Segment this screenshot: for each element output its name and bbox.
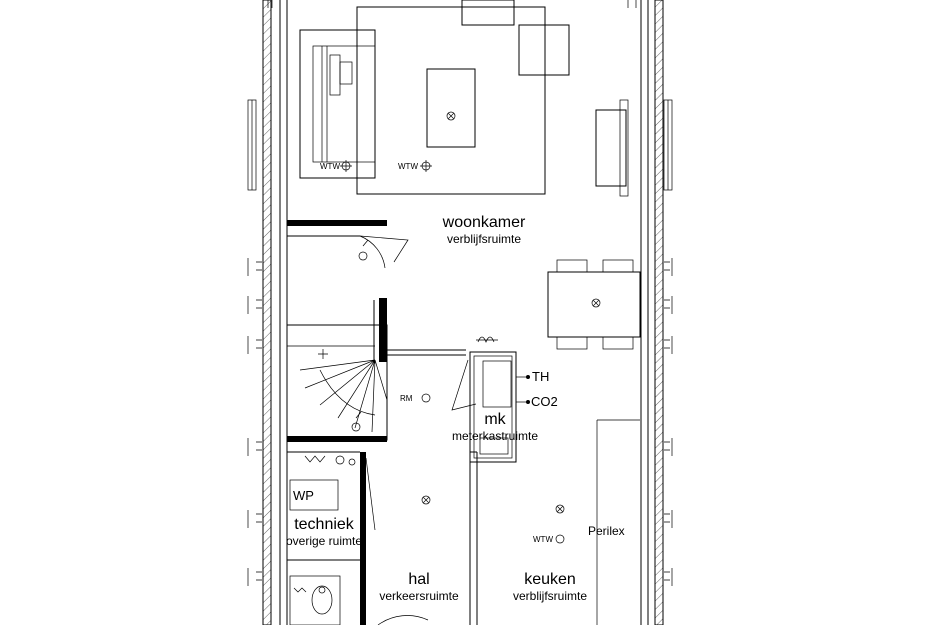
sofa — [299, 29, 376, 179]
window-marks — [247, 0, 673, 586]
left-exterior-wall — [262, 0, 288, 625]
wtw-valve-icon — [420, 160, 432, 172]
rm-label: RM — [400, 394, 413, 403]
room-type-keuken: verblijfsruimte — [513, 589, 587, 603]
light-switch-icon — [351, 411, 362, 432]
room-type-woonkamer: verblijfsruimte — [447, 232, 521, 246]
room-name-hal: hal — [408, 571, 429, 588]
perilex-label: Perilex — [588, 524, 625, 538]
toilet — [289, 575, 341, 625]
dining-table — [547, 259, 641, 350]
room-name-keuken: keuken — [524, 571, 576, 588]
co2-label: CO2 — [531, 394, 558, 409]
armchair — [461, 0, 515, 26]
right-exterior-wall — [640, 0, 664, 625]
room-type-techniek: overige ruimte — [286, 534, 362, 548]
ceiling-light-icon — [446, 111, 456, 121]
ceiling-light-icon — [421, 495, 431, 505]
front-door-swing — [377, 615, 429, 625]
room-name-meterkast: mk — [484, 411, 506, 428]
meterkast-box — [451, 336, 517, 463]
kitchen-counter — [596, 419, 640, 625]
wtw-valve-icon — [340, 160, 352, 172]
wtw-label: WTW — [533, 535, 553, 544]
room-name-techniek: techniek — [294, 516, 355, 533]
co2-sensor-icon — [516, 400, 530, 404]
wtw-label: WTW — [320, 162, 340, 171]
techniek-room — [287, 451, 376, 625]
th-label: TH — [532, 369, 549, 384]
wp-label: WP — [293, 488, 314, 503]
smoke-detector-icon — [421, 393, 431, 403]
stair-enclosure — [287, 220, 466, 362]
wtw-label: WTW — [398, 162, 418, 171]
ceiling-light-icon — [591, 298, 601, 308]
staircase — [286, 324, 388, 442]
room-type-meterkast: meterkastruimte — [452, 429, 538, 443]
coffee-table — [426, 68, 476, 148]
armchair — [518, 24, 570, 76]
wtw-valve-icon — [555, 534, 565, 544]
cabinet — [595, 99, 629, 197]
room-name-woonkamer: woonkamer — [442, 214, 526, 231]
light-switch-icon — [358, 239, 369, 261]
ceiling-light-icon — [555, 504, 565, 514]
thermostat-icon — [516, 375, 530, 379]
room-type-hal: verkeersruimte — [379, 589, 459, 603]
living-area-outline — [356, 6, 546, 195]
hall-kitchen-wall — [469, 451, 478, 625]
